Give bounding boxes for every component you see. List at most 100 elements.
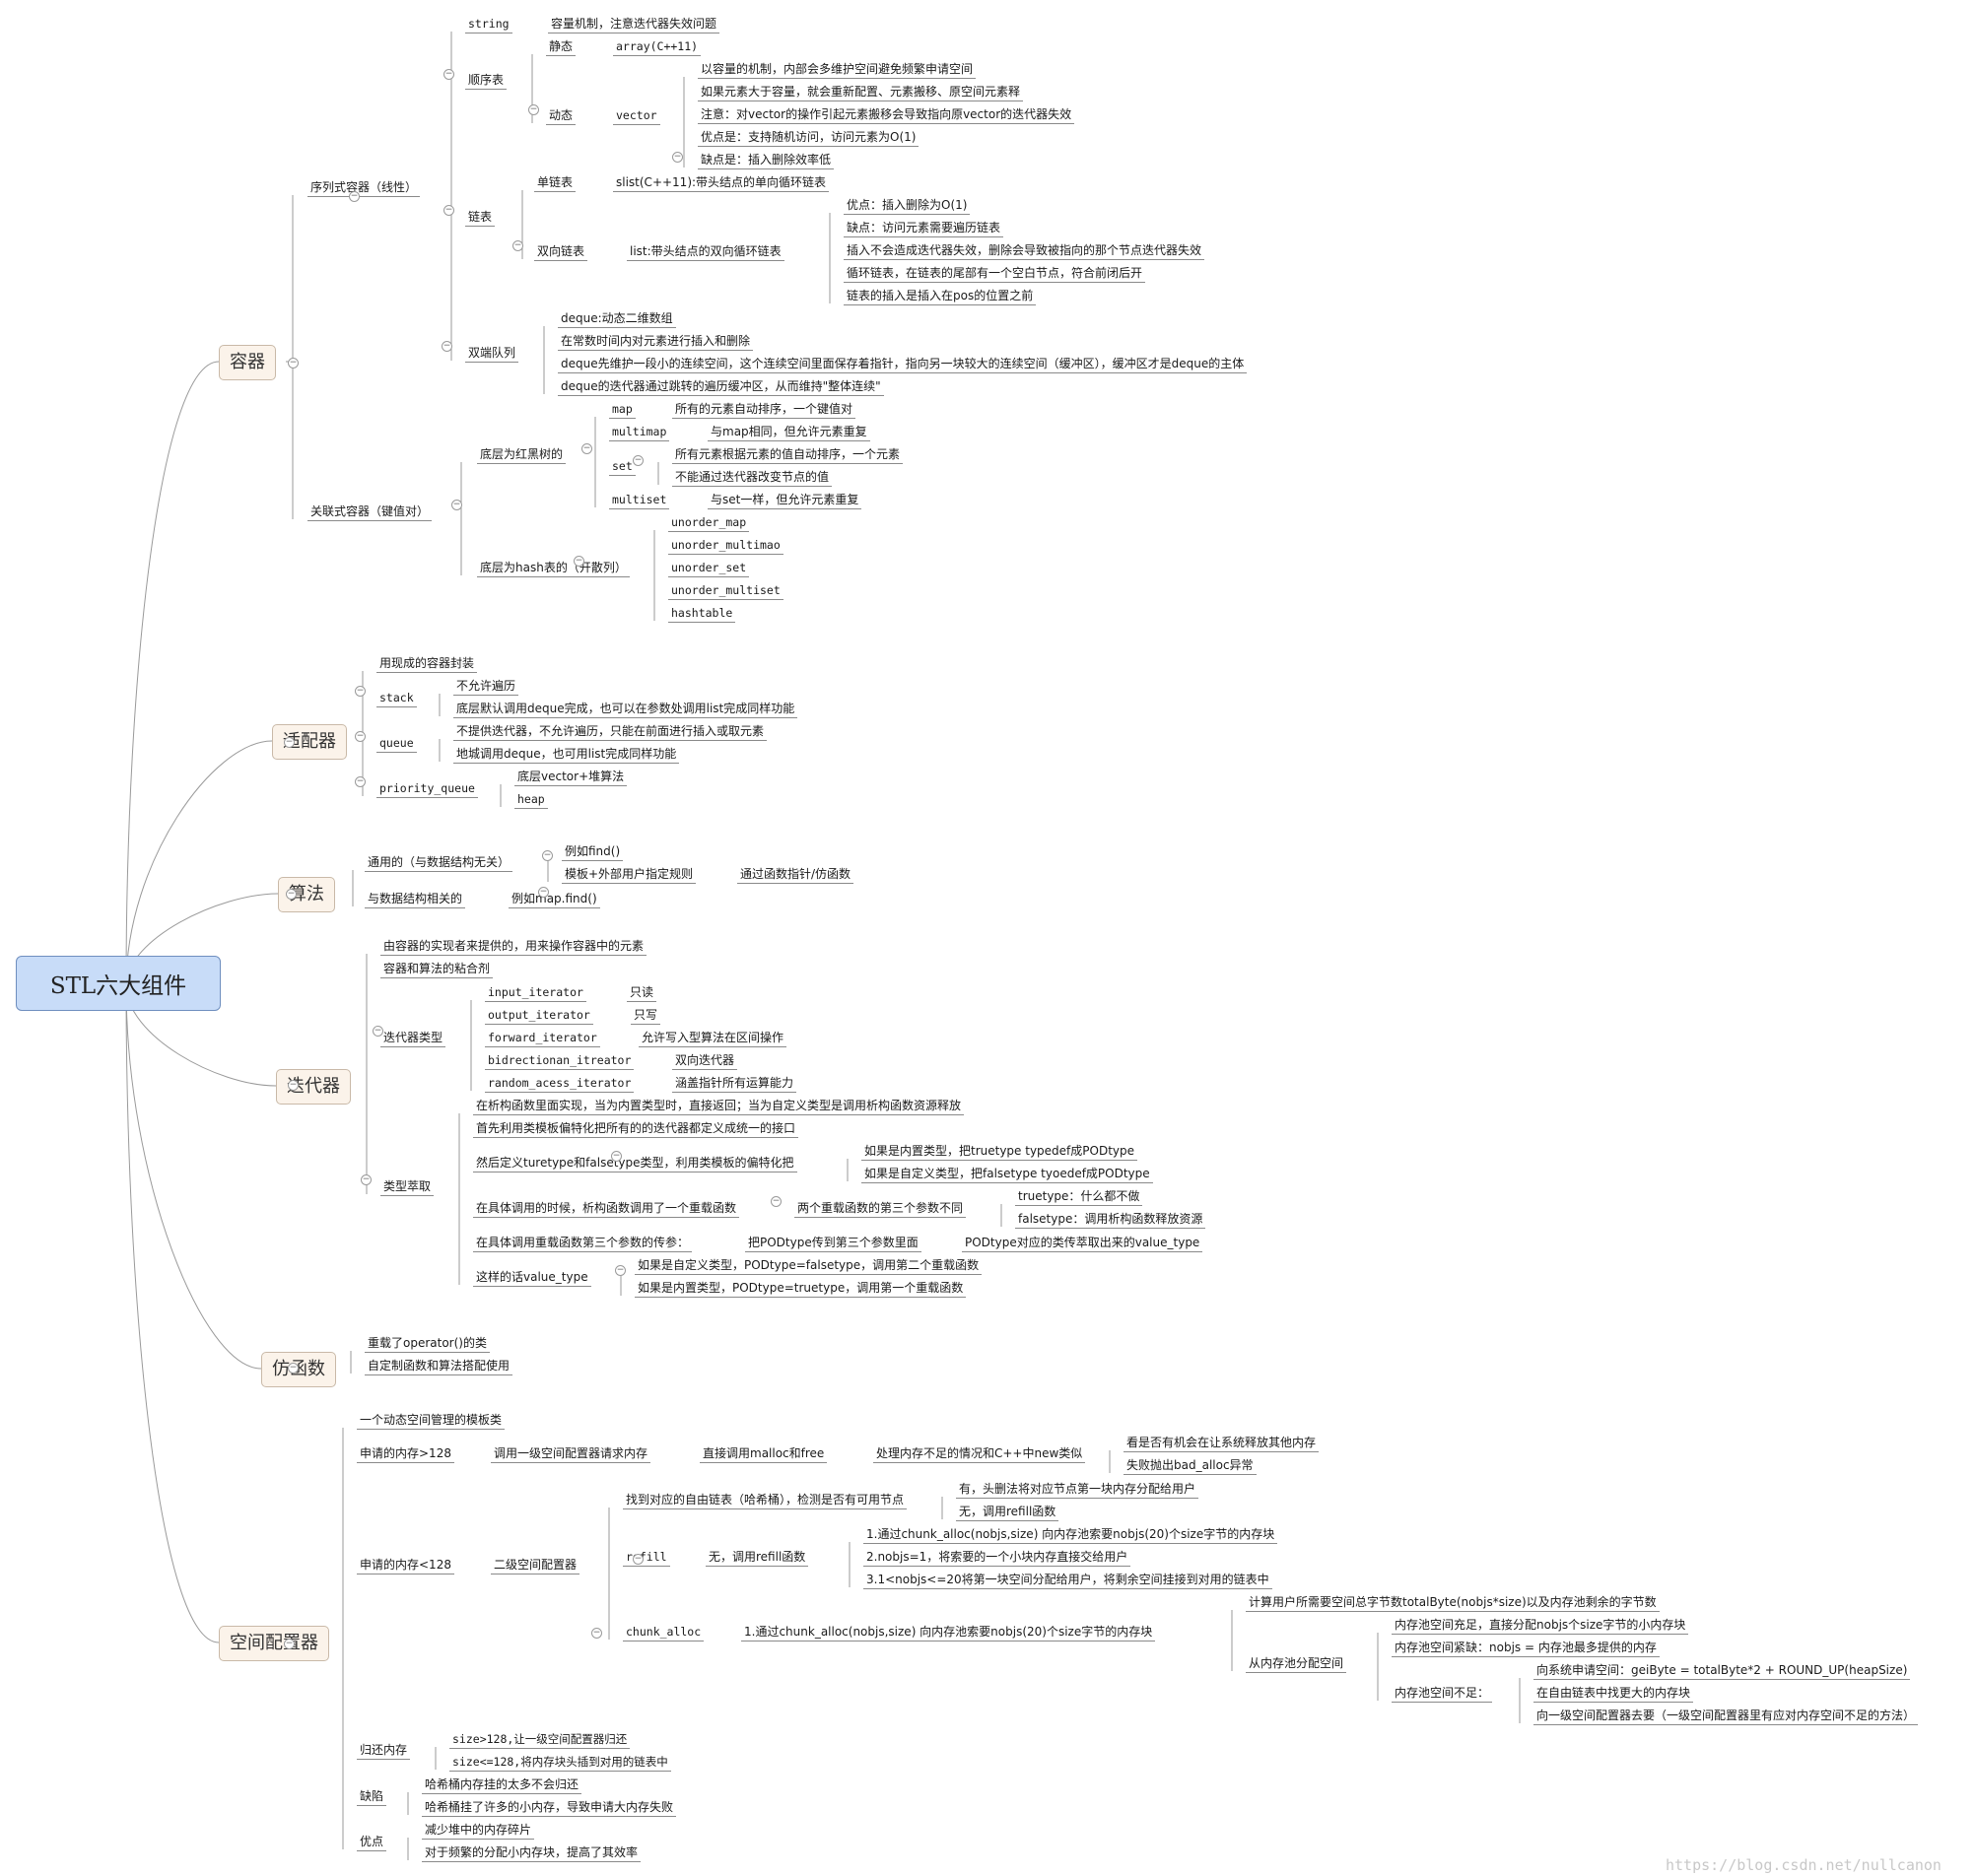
node-single-list[interactable]: 单链表 [534, 174, 577, 192]
node-double-list[interactable]: 双向链表 [534, 243, 588, 261]
pq-note: heap [514, 791, 548, 809]
collapse-toggle-icon[interactable]: − [288, 1363, 299, 1374]
collapse-toggle-icon[interactable]: − [355, 686, 366, 697]
topic-algorithms[interactable]: 算法 [278, 877, 335, 912]
traits-d[interactable]: 在具体调用的时候，析构函数调用了一个重载函数 [473, 1200, 740, 1218]
node-priority-queue[interactable]: priority_queue [376, 780, 478, 798]
node-find-freelist[interactable]: 找到对应的自由链表（哈希桶），检测是否有可用节点 [623, 1492, 908, 1509]
root-node[interactable]: STL六大组件 [16, 956, 221, 1011]
node-defects[interactable]: 缺陷 [357, 1788, 387, 1806]
collapse-toggle-icon[interactable]: − [633, 1554, 644, 1565]
alloc-large-step3[interactable]: 处理内存不足的情况和C++中new类似 [873, 1445, 1086, 1463]
node-set[interactable]: set [609, 458, 636, 476]
iter-type[interactable]: output_iterator [485, 1007, 593, 1025]
node-giveback[interactable]: 归还内存 [357, 1742, 411, 1760]
find-item[interactable]: 无，调用refill函数 [956, 1504, 1059, 1521]
collapse-toggle-icon[interactable]: − [672, 152, 683, 163]
collapse-toggle-icon[interactable]: − [355, 731, 366, 742]
node-sequence-containers[interactable]: 序列式容器（线性） [307, 179, 421, 197]
node-specific-algorithms[interactable]: 与数据结构相关的 [365, 891, 466, 908]
collapse-toggle-icon[interactable]: − [286, 889, 297, 900]
collapse-toggle-icon[interactable]: − [591, 1628, 602, 1639]
node-iterator-types[interactable]: 迭代器类型 [380, 1030, 446, 1047]
node-deque[interactable]: 双端队列 [465, 345, 519, 363]
iter-type[interactable]: input_iterator [485, 984, 586, 1002]
node-dynamic[interactable]: 动态 [546, 107, 577, 125]
node-alloc-large[interactable]: 申请的内存>128 [357, 1445, 454, 1463]
collapse-toggle-icon[interactable]: − [284, 737, 295, 748]
collapse-toggle-icon[interactable]: − [361, 1174, 372, 1185]
refill-item[interactable]: 1.通过chunk_alloc(nobjs,size) 向内存池索要nobjs(… [863, 1526, 1278, 1544]
node-chunk-alloc[interactable]: chunk_alloc [623, 1624, 705, 1642]
collapse-toggle-icon[interactable]: − [373, 1026, 383, 1037]
collapse-toggle-icon[interactable]: − [574, 556, 584, 567]
node-associative-containers[interactable]: 关联式容器（键值对） [307, 503, 433, 521]
node-slist: slist(C++11):带头结点的单向循环链表 [613, 174, 830, 192]
node-map[interactable]: map [609, 401, 636, 419]
node-refill[interactable]: refill [623, 1549, 670, 1567]
list-note: 链表的插入是插入在pos的位置之前 [844, 288, 1037, 305]
collapse-toggle-icon[interactable]: − [284, 1639, 295, 1649]
collapse-toggle-icon[interactable]: − [542, 850, 553, 861]
collapse-toggle-icon[interactable]: − [349, 191, 360, 202]
node-multiset[interactable]: multiset [609, 492, 670, 509]
collapse-toggle-icon[interactable]: − [771, 1196, 782, 1207]
node-type-traits[interactable]: 类型萃取 [380, 1178, 435, 1196]
alloc-large-step1[interactable]: 调用一级空间配置器请求内存 [491, 1445, 651, 1463]
traits-d-mid[interactable]: 两个重载函数的第三个参数不同 [794, 1200, 967, 1218]
node-stack[interactable]: stack [376, 690, 417, 707]
collapse-toggle-icon[interactable]: − [528, 104, 539, 115]
alloc-large-item: 失败抛出bad_alloc异常 [1124, 1457, 1257, 1475]
collapse-toggle-icon[interactable]: − [355, 776, 366, 787]
node-alloc-small[interactable]: 申请的内存<128 [357, 1557, 454, 1574]
node-static[interactable]: 静态 [546, 38, 577, 56]
collapse-toggle-icon[interactable]: − [633, 455, 644, 466]
collapse-toggle-icon[interactable]: − [451, 500, 462, 510]
topic-adapters[interactable]: 适配器 [272, 724, 347, 760]
giveback-item: size>128,让一级空间配置器归还 [449, 1731, 631, 1749]
traits-e[interactable]: 在具体调用重载函数第三个参数的传参： [473, 1235, 693, 1252]
traits-e-mid[interactable]: 把PODtype传到第三个参数里面 [745, 1235, 921, 1252]
node-generic-algorithms[interactable]: 通用的（与数据结构无关） [365, 854, 513, 872]
collapse-toggle-icon[interactable]: − [512, 240, 523, 251]
collapse-toggle-icon[interactable]: − [443, 205, 454, 216]
node-multimap[interactable]: multimap [609, 424, 670, 441]
node-queue[interactable]: queue [376, 735, 417, 753]
topic-containers[interactable]: 容器 [219, 345, 276, 380]
collapse-toggle-icon[interactable]: − [288, 358, 299, 368]
iter-desc: 涵盖指针所有运算能力 [672, 1075, 797, 1093]
alloc-desc: 一个动态空间管理的模板类 [357, 1412, 506, 1430]
traits-c[interactable]: 然后定义turetype和falsetype类型，利用类模板的偏特化把 [473, 1155, 797, 1172]
node-sequential-list[interactable]: 顺序表 [465, 72, 508, 90]
collapse-toggle-icon[interactable]: − [442, 341, 452, 352]
node-string[interactable]: string [465, 16, 512, 34]
iter-type[interactable]: bidrectionan_itreator [485, 1052, 635, 1070]
collapse-toggle-icon[interactable]: − [611, 1151, 622, 1162]
node-pros[interactable]: 优点 [357, 1834, 387, 1851]
iter-type[interactable]: forward_iterator [485, 1030, 600, 1047]
iter-type[interactable]: random_acess_iterator [485, 1075, 635, 1093]
topic-allocator[interactable]: 空间配置器 [219, 1626, 329, 1661]
collapse-toggle-icon[interactable]: − [288, 1080, 299, 1091]
node-second-allocator[interactable]: 二级空间配置器 [491, 1557, 580, 1574]
node-rbtree[interactable]: 底层为红黑树的 [477, 446, 567, 464]
chunk-step[interactable]: 1.通过chunk_alloc(nobjs,size) 向内存池索要nobjs(… [741, 1624, 1156, 1642]
node-pool-alloc[interactable]: 从内存池分配空间 [1246, 1655, 1347, 1673]
collapse-toggle-icon[interactable]: − [615, 1265, 626, 1276]
vector-note: 注意：对vector的操作引起元素搬移会导致指向原vector的迭代器失效 [698, 106, 1075, 124]
node-linked-list[interactable]: 链表 [465, 209, 496, 227]
collapse-toggle-icon[interactable]: − [538, 887, 549, 898]
traits-f[interactable]: 这样的话value_type [473, 1269, 591, 1287]
node-pool-short[interactable]: 内存池空间不足： [1392, 1685, 1493, 1703]
set-note: 不能通过迭代器改变节点的值 [672, 469, 833, 487]
alloc-large-step2[interactable]: 直接调用malloc和free [700, 1445, 828, 1463]
node-list[interactable]: list:带头结点的双向循环链表 [627, 243, 784, 261]
topic-functors[interactable]: 仿函数 [261, 1352, 336, 1387]
collapse-toggle-icon[interactable]: − [581, 443, 592, 454]
refill-none[interactable]: 无，调用refill函数 [706, 1549, 809, 1567]
alg-template[interactable]: 模板+外部用户指定规则 [562, 866, 697, 884]
refill-item: 3.1<nobjs<=20将第一块空间分配给用户，将剩余空间挂接到对用的链表中 [863, 1572, 1272, 1589]
collapse-toggle-icon[interactable]: − [443, 69, 454, 80]
node-hash[interactable]: 底层为hash表的（开散列） [477, 560, 630, 577]
node-vector[interactable]: vector [613, 107, 660, 125]
